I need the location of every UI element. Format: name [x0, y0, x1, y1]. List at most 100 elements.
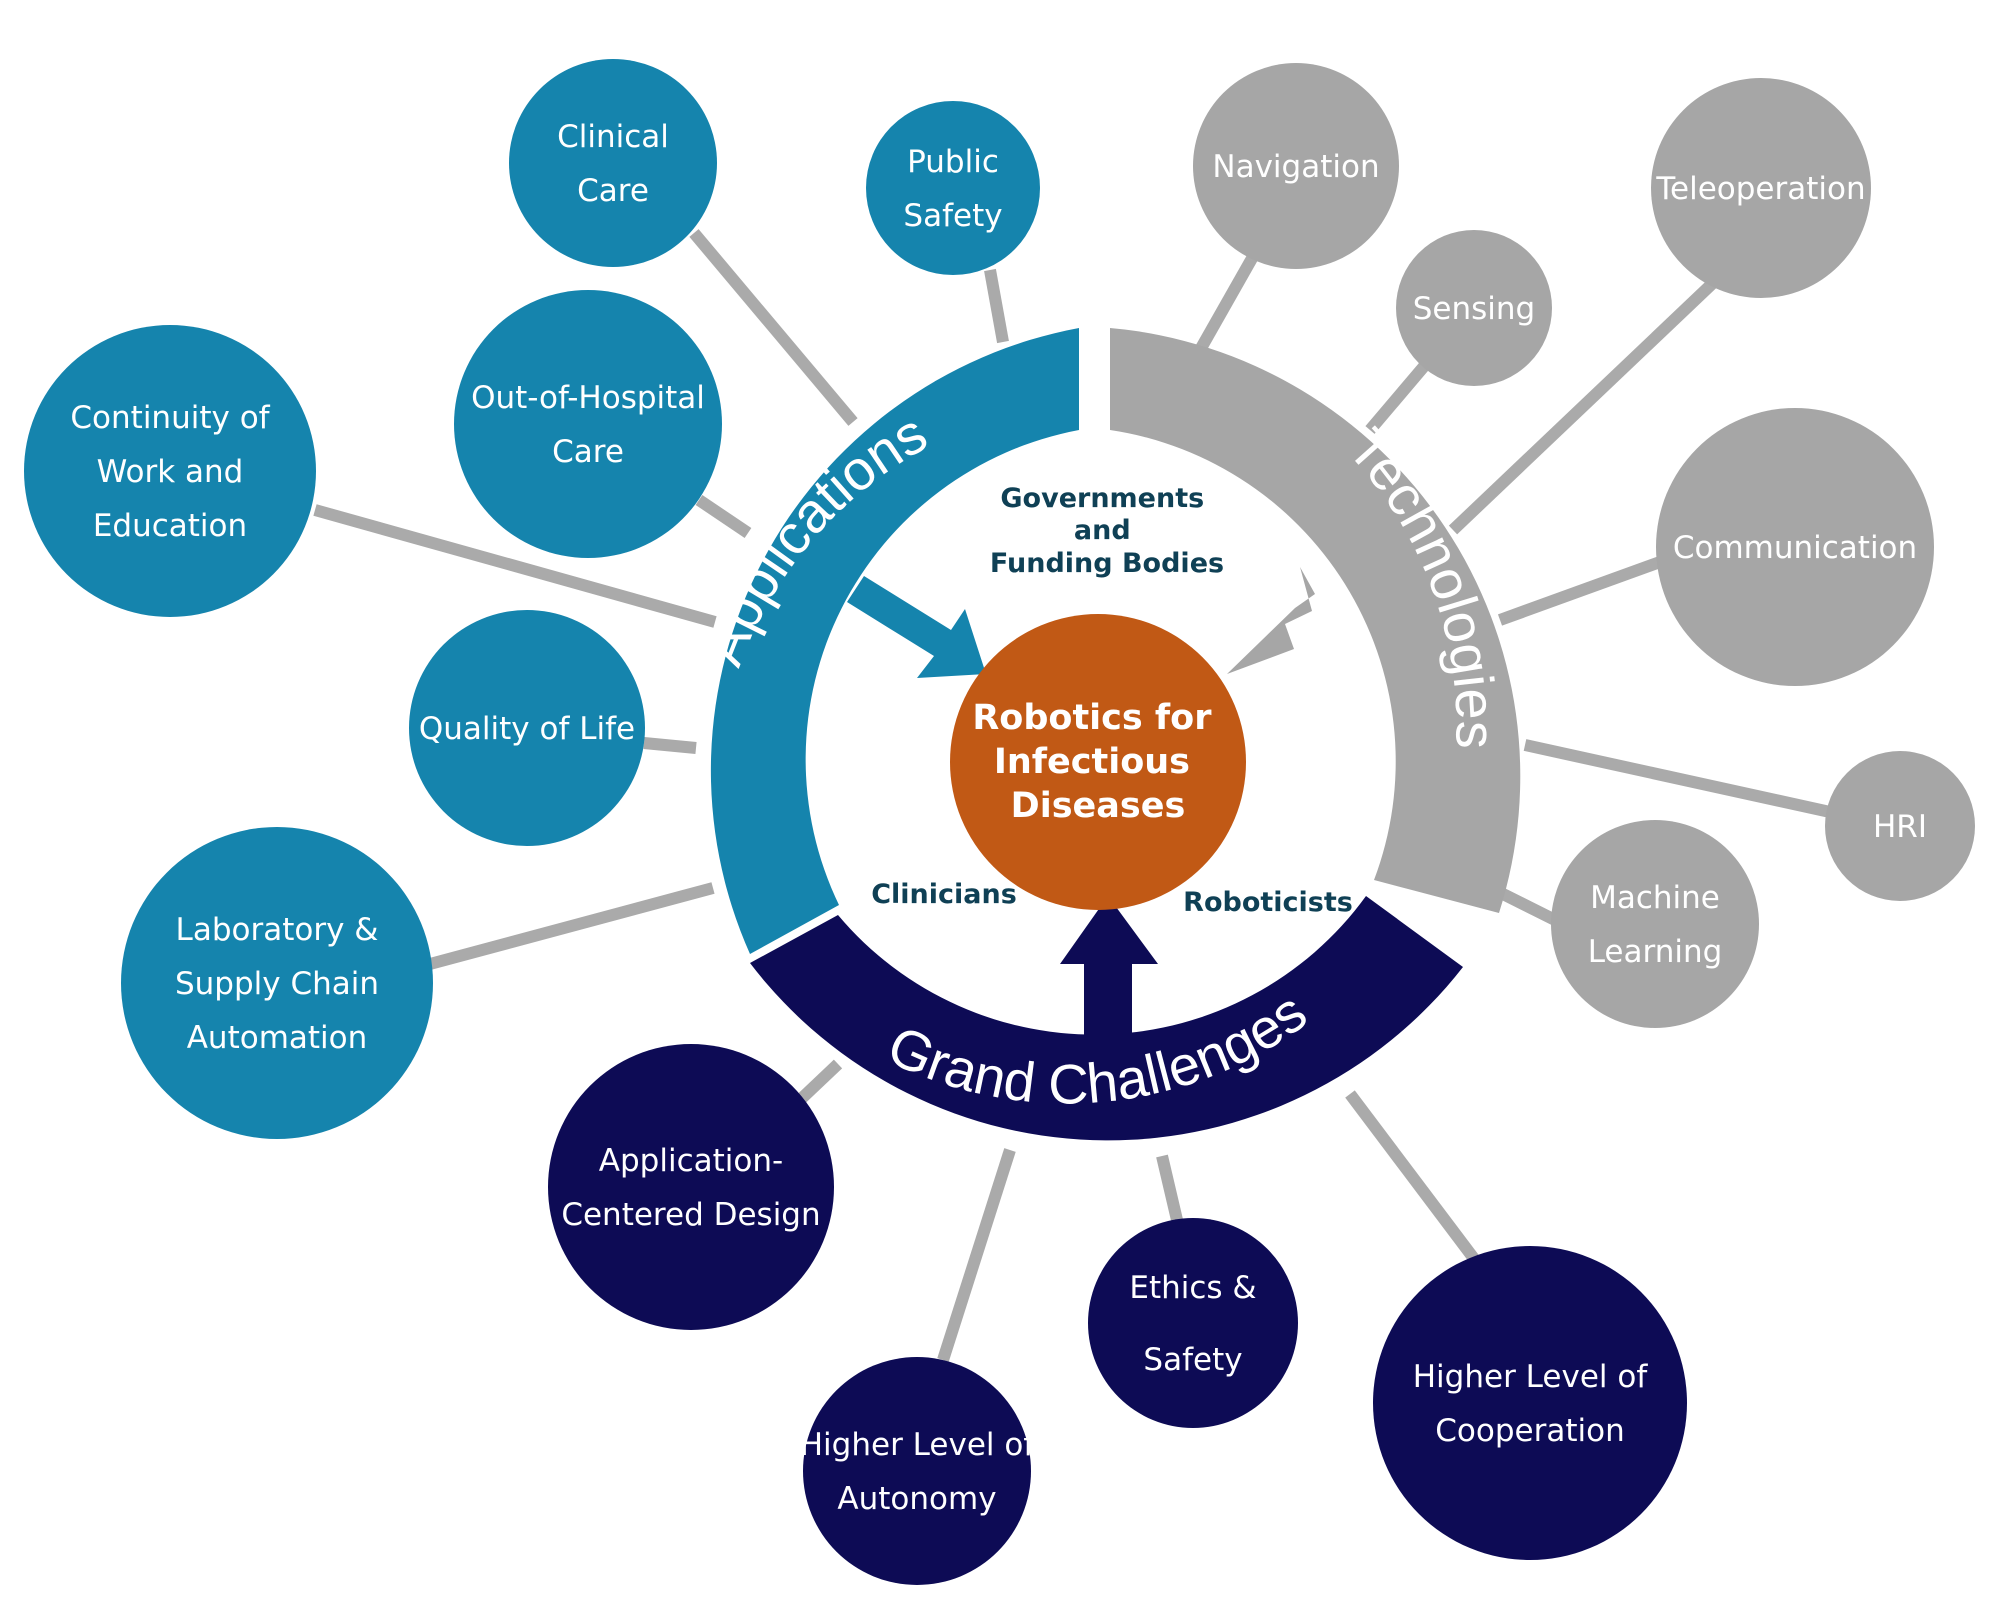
challenges-node-label-line: Higher Level of — [1413, 1359, 1649, 1395]
technologies-node-sensing: Sensing — [1396, 230, 1552, 386]
applications-connector-3 — [313, 504, 717, 628]
technologies-node-circle — [1551, 820, 1759, 1028]
applications-node-circle — [509, 59, 717, 267]
applications-ring — [710, 328, 1079, 954]
center-label: Robotics for Infectious Diseases — [972, 698, 1223, 826]
technologies-node-label: HRI — [1873, 809, 1927, 845]
applications-node-circle — [409, 610, 645, 846]
challenges-node-label-line: Higher Level of — [800, 1427, 1036, 1463]
challenges-node-label: Ethics &Safety — [1129, 1270, 1256, 1378]
technologies-node-label-line: Communication — [1673, 530, 1917, 566]
technologies-connector-4 — [1523, 739, 1832, 818]
challenges-node-application-centered-design: Application- Centered Design — [548, 1044, 834, 1330]
center-node — [950, 614, 1246, 910]
technologies-connector-1 — [1365, 360, 1431, 434]
grand-challenges-arrow — [1060, 896, 1158, 1045]
roboticists-label: Roboticists — [1183, 887, 1353, 918]
applications-node-label-line: Supply Chain — [175, 966, 379, 1002]
challenges-node-label: Higher Level of Autonomy — [800, 1427, 1036, 1517]
technologies-node-label-line: Teleoperation — [1655, 171, 1865, 207]
technologies-node-navigation: Navigation — [1193, 63, 1399, 269]
technologies-node-circle — [1651, 78, 1871, 298]
challenges-node-label-line: Application- — [599, 1143, 783, 1179]
technologies-node-hri: HRI — [1825, 751, 1975, 901]
applications-node-label-line: Safety — [903, 198, 1002, 234]
challenges-connector-0 — [795, 1059, 843, 1105]
challenges-node-label-line: Autonomy — [837, 1481, 996, 1517]
applications-connector-5 — [428, 882, 715, 970]
applications-node-label-line: Work and — [97, 454, 244, 490]
technologies-node-teleoperation: Teleoperation — [1651, 78, 1871, 298]
technologies-connector-3 — [1497, 556, 1663, 626]
challenges-connector-3 — [1345, 1090, 1480, 1264]
connectors — [313, 229, 1832, 1362]
applications-node-circle — [454, 290, 722, 558]
applications-connector-0 — [689, 229, 858, 426]
applications-node-circle — [866, 101, 1040, 275]
governments-label: Governments and Funding Bodies — [990, 483, 1224, 579]
technologies-node-communication: Communication — [1656, 408, 1934, 686]
technologies-connector-5 — [1492, 884, 1558, 926]
technologies-node-circle — [1656, 408, 1934, 686]
applications-node-label-line: Out-of-Hospital — [471, 380, 705, 416]
technologies-node-label: Sensing — [1413, 291, 1536, 327]
applications-node-label: Quality of Life — [419, 711, 635, 747]
applications-node-label-line: Care — [577, 173, 649, 209]
technologies-node-circle — [1396, 230, 1552, 386]
applications-node-label-line: Laboratory & — [176, 912, 379, 948]
applications-node-label-line: Care — [552, 434, 624, 470]
technologies-node-circle — [1193, 63, 1399, 269]
challenges-node-label-line: Centered Design — [561, 1197, 820, 1233]
technologies-connector-2 — [1448, 276, 1720, 535]
technologies-ring — [1110, 328, 1521, 913]
technologies-arrow — [1227, 567, 1315, 674]
technologies-node-circle — [1825, 751, 1975, 901]
applications-node-label-line: Education — [93, 508, 247, 544]
challenges-node-circle — [1088, 1218, 1298, 1428]
applications-node-quality-of-life: Quality of Life — [409, 610, 645, 846]
technologies-node-label: Communication — [1673, 530, 1917, 566]
challenges-node-ethics-safety: Ethics &Safety — [1088, 1218, 1298, 1428]
technologies-node-label-line: Learning — [1588, 934, 1723, 970]
technologies-node-label-line: Sensing — [1413, 291, 1536, 327]
challenges-connector-1 — [937, 1148, 1016, 1362]
technologies-node-label-line: Machine — [1590, 880, 1720, 916]
applications-connector-2 — [695, 495, 752, 538]
applications-node-label-line: Clinical — [557, 119, 669, 155]
technologies-node-label-line: Navigation — [1212, 149, 1379, 185]
challenges-node-label: Application- Centered Design — [561, 1143, 820, 1233]
applications-connector-4 — [643, 737, 697, 754]
technologies-connector-0 — [1194, 250, 1261, 353]
challenges-node-label-line: Safety — [1143, 1342, 1242, 1378]
technologies-node-label: Navigation — [1212, 149, 1379, 185]
applications-node-label-line: Automation — [187, 1020, 368, 1056]
applications-connector-1 — [984, 268, 1009, 344]
technologies-node-label-line: HRI — [1873, 809, 1927, 845]
applications-node-label-line: Continuity of — [70, 400, 270, 436]
challenges-node-circle — [1373, 1246, 1687, 1560]
challenges-connector-2 — [1156, 1154, 1183, 1222]
challenges-node-higher-level-of-autonomy: Higher Level of Autonomy — [800, 1357, 1036, 1585]
challenges-node-circle — [803, 1357, 1031, 1585]
technologies-node-label: Teleoperation — [1655, 171, 1865, 207]
challenges-node-circle — [548, 1044, 834, 1330]
applications-node-circle — [121, 827, 433, 1139]
applications-arrow — [847, 576, 986, 678]
clinicians-label: Clinicians — [871, 879, 1017, 910]
grand-challenges-ring — [750, 896, 1463, 1141]
